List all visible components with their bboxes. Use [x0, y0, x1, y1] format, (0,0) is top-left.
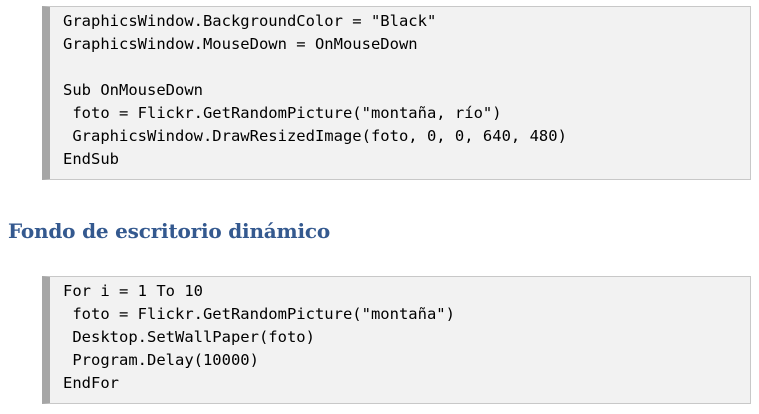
code-line [63, 56, 750, 79]
code-line: For i = 1 To 10 [63, 282, 203, 300]
code-line: EndSub [63, 150, 119, 168]
code-line: Desktop.SetWallPaper(foto) [63, 328, 315, 346]
code-block-flickr-mousedown: GraphicsWindow.BackgroundColor = "Black"… [42, 6, 751, 180]
section-heading: Fondo de escritorio dinámico [8, 219, 331, 243]
code-line: EndFor [63, 374, 119, 392]
code-line: foto = Flickr.GetRandomPicture("montaña,… [63, 104, 502, 122]
code-block-dynamic-wallpaper: For i = 1 To 10 foto = Flickr.GetRandomP… [42, 276, 751, 404]
code-line: GraphicsWindow.MouseDown = OnMouseDown [63, 35, 418, 53]
code-line: Program.Delay(10000) [63, 351, 259, 369]
code-line: GraphicsWindow.DrawResizedImage(foto, 0,… [63, 127, 567, 145]
code-line: foto = Flickr.GetRandomPicture("montaña"… [63, 305, 455, 323]
code-line: GraphicsWindow.BackgroundColor = "Black" [63, 12, 437, 30]
code-line: Sub OnMouseDown [63, 81, 203, 99]
